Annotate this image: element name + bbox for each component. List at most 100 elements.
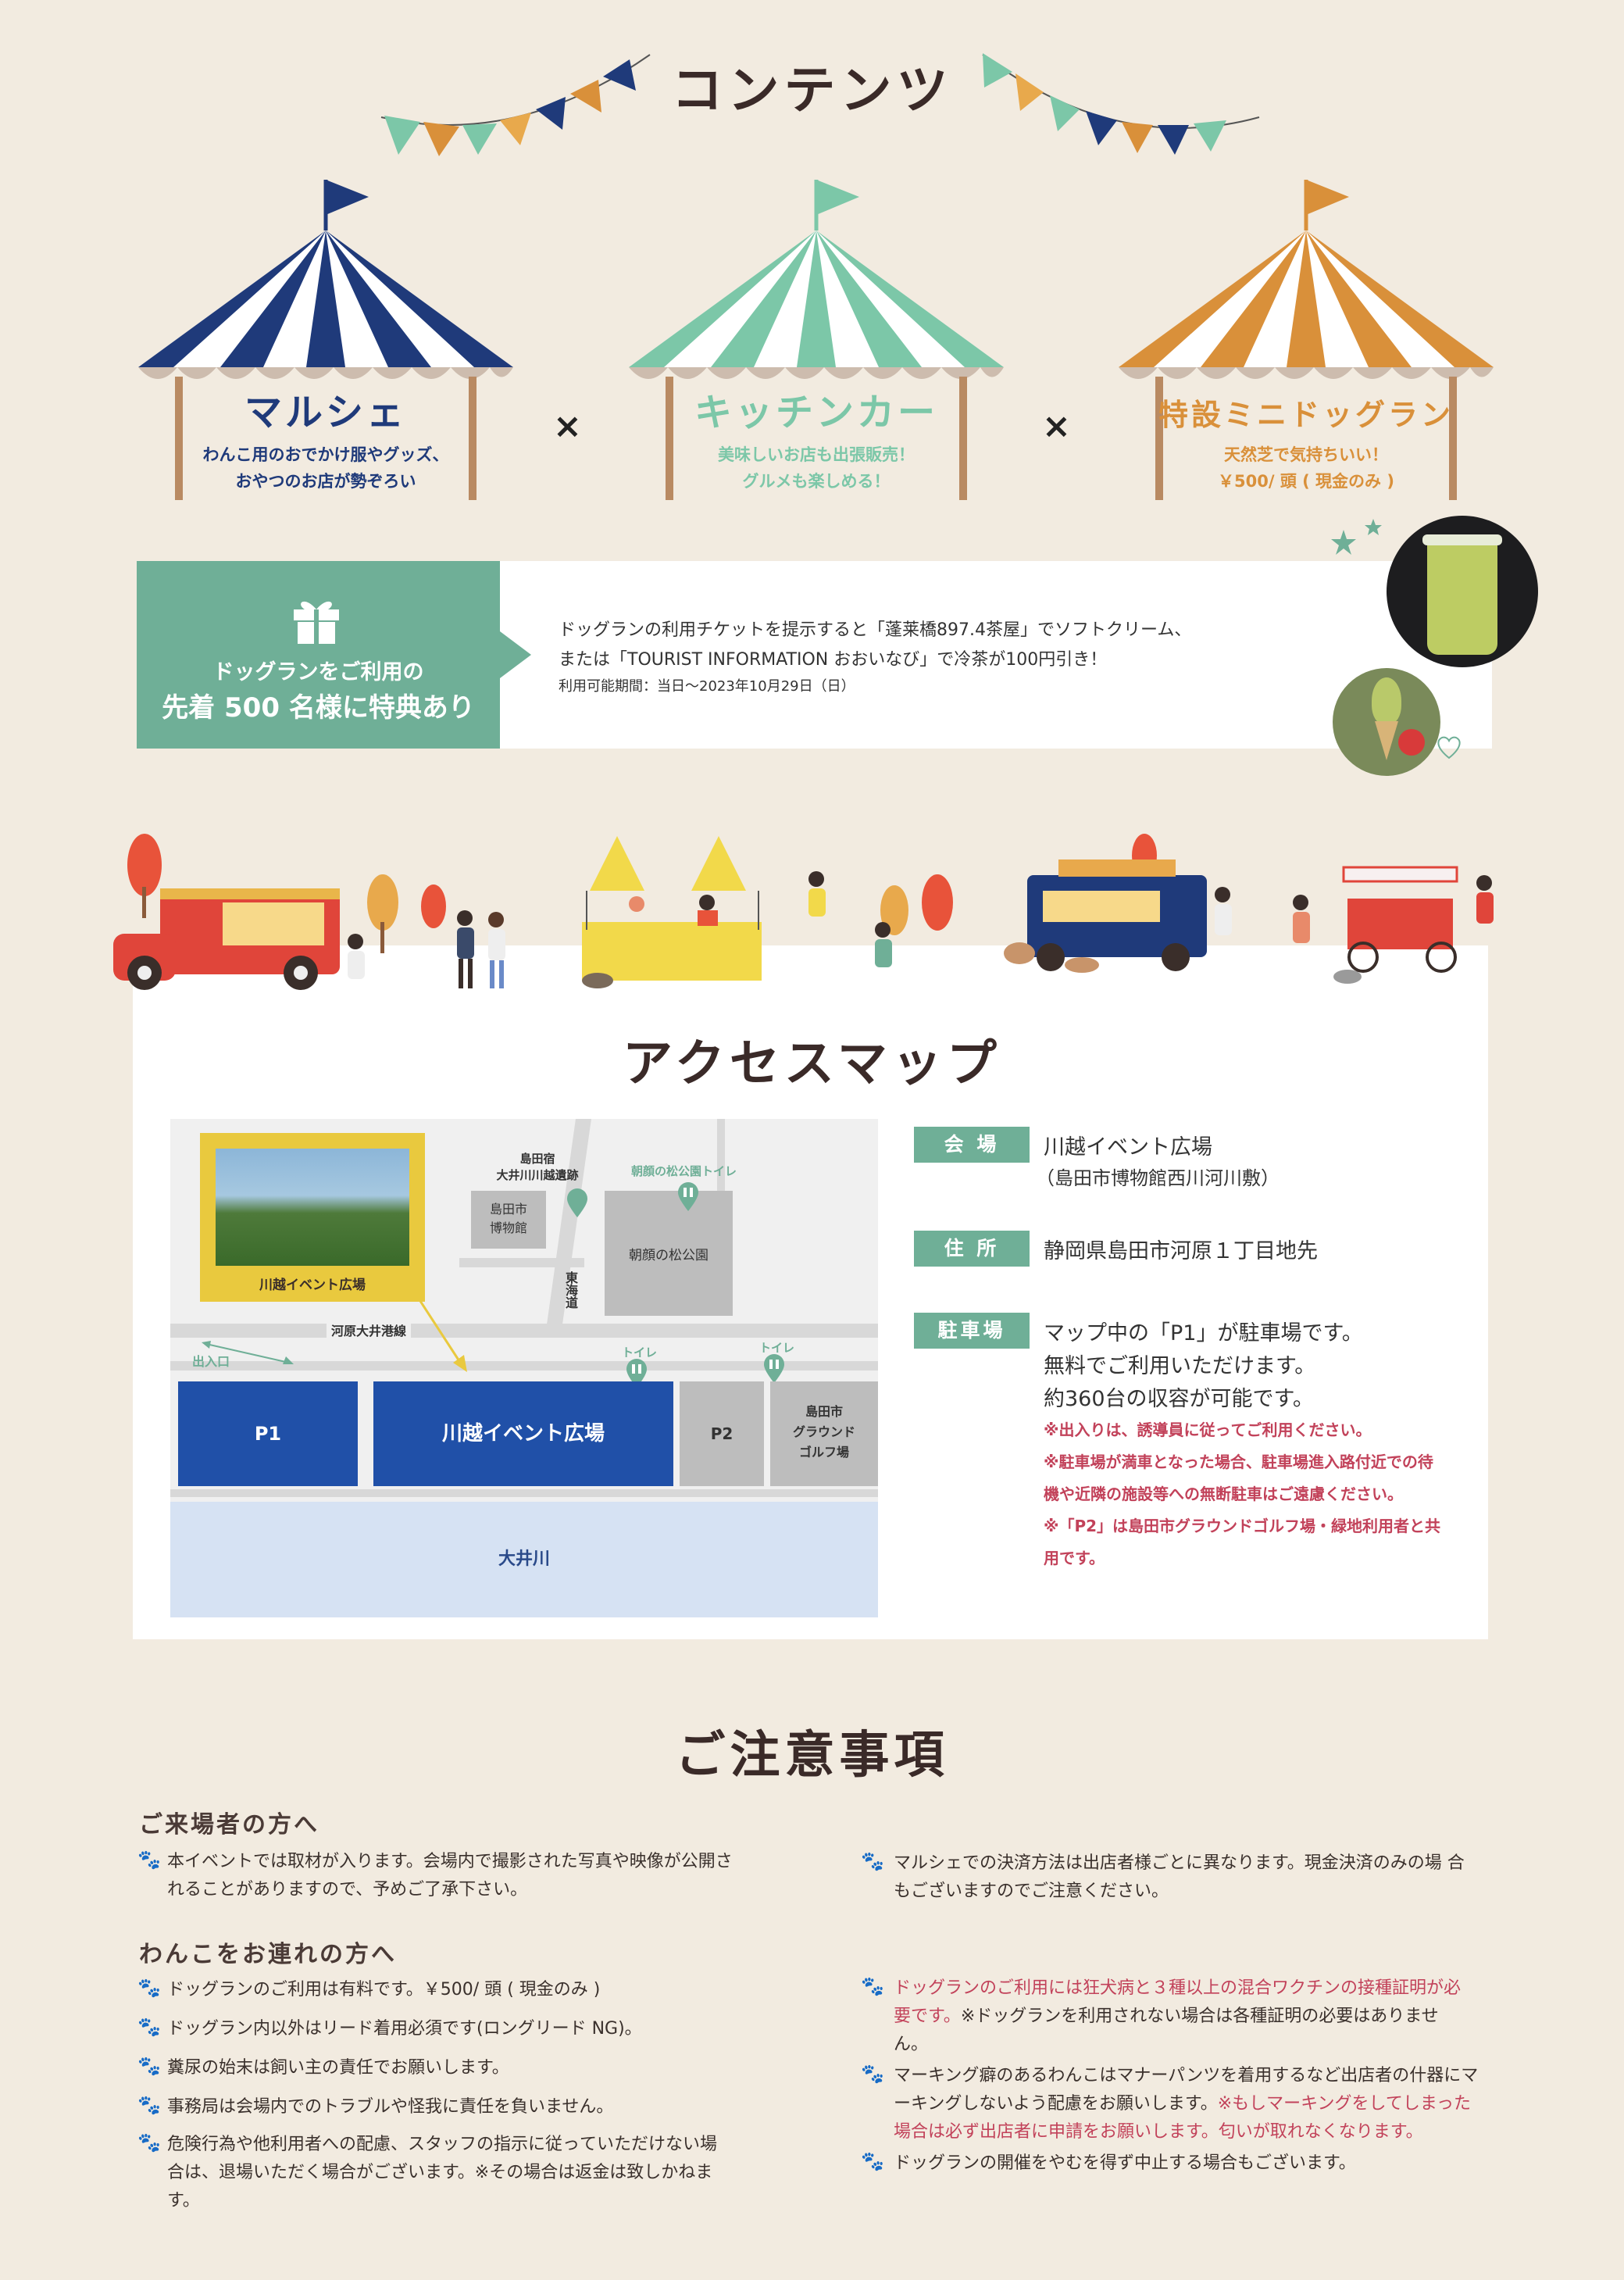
tent-kitchen-car-desc: 美味しいお店も出張販売！ グルメも楽しめる！ bbox=[625, 441, 1008, 495]
right-item-2b-text: ※ドッグランを利用されない場合は各種証明の必要はありませ bbox=[960, 2007, 1439, 2026]
tent-marche: マルシェ わんこ用のおでかけ服やグッズ、 おやつのお店が勢ぞろい bbox=[134, 172, 517, 500]
parking-value-2: 無料でご利用いただけます。 bbox=[1044, 1354, 1316, 1378]
venue-photo-caption: 川越イベント広場 bbox=[259, 1278, 366, 1293]
benefit-line2: 先着 500 名様に特典あり bbox=[162, 692, 475, 724]
dog-run-tent-icon bbox=[1119, 180, 1494, 500]
toilet-label-2: トイレ bbox=[759, 1341, 795, 1355]
benefit-text2: または「TOURIST INFORMATION おおいなび」で冷茶が100円引き… bbox=[559, 650, 1108, 670]
benefit-text1: ドッグランの利用チケットを提示すると「蓬莱橋897.4茶屋」でソフトクリーム、 bbox=[559, 620, 1192, 640]
golf-area: 島田市 グラウンド ゴルフ場 bbox=[770, 1381, 878, 1486]
park-toilet-label: 朝顔の松公園トイレ bbox=[631, 1164, 737, 1178]
right-item-2b-red: 要です。 bbox=[894, 2007, 961, 2026]
paw-icon: 🐾 bbox=[137, 2016, 161, 2038]
dog-item-5b: 合は、退場いただく場合がございます。※その場合は返金は致しかねま bbox=[167, 2163, 713, 2182]
venue-value-sub: （島田市博物館西川河川敷） bbox=[1036, 1167, 1280, 1189]
golf-label: 島田市 グラウンド ゴルフ場 bbox=[792, 1404, 855, 1460]
event-scene-illustration bbox=[113, 834, 1494, 990]
right-item-3b-red: ※もしマーキングをしてしまった bbox=[1217, 2094, 1471, 2114]
dog-item-5c: す。 bbox=[167, 2191, 200, 2210]
paw-icon: 🐾 bbox=[137, 2094, 161, 2116]
right-item-3b-text: ーキングしないよう配慮をお願いします。 bbox=[894, 2094, 1218, 2114]
heart-icon bbox=[1437, 736, 1461, 759]
parking-note-2b: 機や近隣の施設等への無断駐車はご遠慮ください。 bbox=[1044, 1485, 1403, 1503]
dog-item-1: ドッグランのご利用は有料です。￥500/ 頭 ( 現金のみ ) bbox=[167, 1980, 601, 1999]
map-road-bottom bbox=[170, 1489, 878, 1497]
paw-icon: 🐾 bbox=[861, 1975, 884, 1997]
access-title: アクセスマップ bbox=[623, 1035, 1001, 1093]
parking-note-2a: ※駐車場が満車となった場合、駐車場進入路付近での待 bbox=[1044, 1453, 1433, 1471]
parking-value-1: マップ中の「P1」が駐車場です。 bbox=[1044, 1321, 1363, 1345]
address-label: 住 所 bbox=[914, 1231, 1030, 1267]
right-item-3a: マーキング癖のあるわんこはマナーパンツを着用するなど出店者の什器にマ bbox=[894, 2066, 1479, 2085]
dog-item-3: 糞尿の始末は飼い主の責任でお願いします。 bbox=[167, 2058, 509, 2078]
bunting-right bbox=[982, 53, 1260, 155]
toilet-icon bbox=[678, 1182, 698, 1211]
tent-kitchen-car-desc-line2: グルメも楽しめる！ bbox=[742, 472, 891, 491]
park-label: 朝顔の松公園 bbox=[629, 1248, 708, 1263]
toilet-icon-1 bbox=[626, 1359, 647, 1388]
venue-photo bbox=[216, 1149, 409, 1266]
parking-note-1: ※出入りは、誘導員に従ってご利用ください。 bbox=[1044, 1421, 1372, 1439]
map-road-small bbox=[459, 1258, 584, 1267]
soft-cream-photo bbox=[1333, 668, 1440, 776]
visitors-item-1b: れることがありますので、予めご了承下さい。 bbox=[167, 1880, 528, 1899]
road-label: 河原大井港線 bbox=[327, 1320, 412, 1339]
shukuba-label: 島田宿 大井川川越遺跡 bbox=[496, 1152, 579, 1182]
gift-icon bbox=[294, 601, 339, 644]
parking-value-3: 約360台の収容が可能です。 bbox=[1044, 1387, 1314, 1411]
parking-p2: P2 bbox=[680, 1381, 764, 1486]
benefit-banner-left: ドッグランをご利用の 先着 500 名様に特典あり bbox=[137, 561, 500, 749]
entrance-arrow-icon bbox=[202, 1341, 294, 1364]
dog-owners-heading: わんこをお連れの方へ bbox=[139, 1941, 397, 1968]
contents-title: コンテンツ bbox=[671, 60, 953, 120]
venue-value: 川越イベント広場 bbox=[1044, 1135, 1212, 1160]
tent-dog-run-name: 特設ミニドッグラン bbox=[1158, 398, 1454, 432]
toilet-label-1: トイレ bbox=[622, 1345, 658, 1360]
right-item-1a: マルシェでの決済方法は出店者様ごとに異なります。現金決済のみの場 合 bbox=[894, 1853, 1465, 1873]
road-tokaido-label: 東海道 bbox=[563, 1271, 578, 1309]
parking-note-3a: ※「P2」は島田市グラウンドゴルフ場・緑地利用者と共 bbox=[1044, 1517, 1441, 1535]
parking-p1: P1 bbox=[178, 1381, 358, 1486]
museum-block bbox=[471, 1191, 546, 1249]
kitchen-car-tent-icon bbox=[629, 180, 1004, 500]
paw-icon: 🐾 bbox=[137, 1977, 161, 1999]
notices-title: ご注意事項 bbox=[675, 1727, 949, 1785]
access-map: 川越イベント広場 島田市 博物館 島田宿 大井川川越遺跡 朝顔の松公園 朝顔の松… bbox=[170, 1119, 878, 1617]
venue-photo-frame: 川越イベント広場 bbox=[200, 1133, 425, 1302]
address-value: 静岡県島田市河原１丁目地先 bbox=[1044, 1239, 1318, 1263]
paw-icon: 🐾 bbox=[137, 2055, 161, 2077]
paw-icon: 🐾 bbox=[137, 2132, 161, 2153]
tent-dog-run-desc: 天然芝で気持ちいい！ ￥500/ 頭 ( 現金のみ ) bbox=[1115, 441, 1497, 495]
times-symbol-1: × bbox=[553, 406, 582, 446]
map-pin-icon bbox=[567, 1188, 587, 1217]
paw-icon: 🐾 bbox=[137, 1849, 161, 1871]
right-item-4: ドッグランの開催をやむを得ず中止する場合もございます。 bbox=[894, 2153, 1356, 2173]
pointer-arrow-icon bbox=[407, 1282, 467, 1372]
river-area: 大井川 bbox=[170, 1502, 878, 1617]
dog-item-4: 事務局は会場内でのトラブルや怪我に責任を負いません。 bbox=[167, 2097, 614, 2117]
tent-kitchen-car: キッチンカー 美味しいお店も出張販売！ グルメも楽しめる！ bbox=[625, 172, 1008, 500]
sparkle-icon bbox=[1331, 519, 1382, 555]
venue-area: 川越イベント広場 bbox=[373, 1381, 673, 1486]
benefit-banner: ドッグランをご利用の 先着 500 名様に特典あり ドッグランの利用チケットを提… bbox=[137, 561, 1492, 749]
bunting-left bbox=[380, 54, 651, 156]
benefit-line1: ドッグランをご利用の bbox=[212, 660, 424, 684]
right-item-1b: もございますのでご注意ください。 bbox=[894, 1882, 1169, 1901]
museum-label: 島田市 博物館 bbox=[489, 1202, 527, 1235]
map-road-vertical-2 bbox=[717, 1119, 725, 1205]
tent-dog-run: 特設ミニドッグラン 天然芝で気持ちいい！ ￥500/ 頭 ( 現金のみ ) bbox=[1115, 172, 1497, 500]
tent-kitchen-car-desc-line1: 美味しいお店も出張販売！ bbox=[718, 445, 915, 464]
parking-label: 駐車場 bbox=[914, 1313, 1030, 1349]
right-item-3b: ーキングしないよう配慮をお願いします。※もしマーキングをしてしまった bbox=[894, 2091, 1471, 2117]
tent-dog-run-desc-line2: ￥500/ 頭 ( 現金のみ ) bbox=[1218, 472, 1394, 491]
visitors-heading: ご来場者の方へ bbox=[139, 1811, 319, 1839]
parking-note-3b: 用です。 bbox=[1044, 1549, 1105, 1567]
entrance-label: 出入口 bbox=[192, 1354, 230, 1369]
toilet-icon-2 bbox=[764, 1354, 784, 1383]
right-item-2b: 要です。※ドッグランを利用されない場合は各種証明の必要はありませ bbox=[894, 2003, 1439, 2030]
tent-marche-desc: わんこ用のおでかけ服やグッズ、 おやつのお店が勢ぞろい bbox=[134, 441, 517, 495]
paw-icon: 🐾 bbox=[861, 2063, 884, 2085]
venue-label: 会 場 bbox=[914, 1127, 1030, 1163]
visitors-item-1a: 本イベントでは取材が入ります。会場内で撮影された写真や映像が公開さ bbox=[167, 1852, 733, 1871]
tent-kitchen-car-name: キッチンカー bbox=[694, 391, 938, 434]
